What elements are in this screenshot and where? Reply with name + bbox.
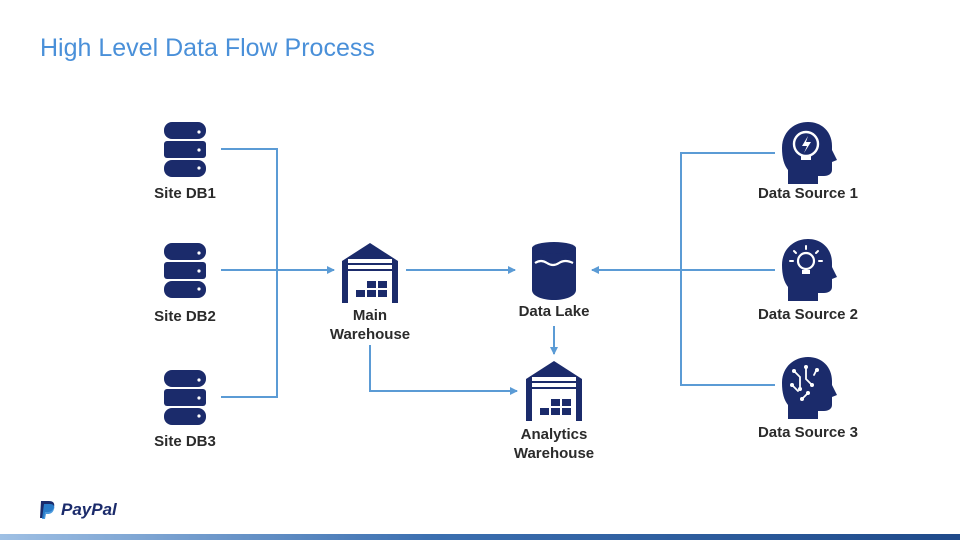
- analytics-warehouse-label: Analytics Warehouse: [494, 425, 614, 463]
- data-source-2-label: Data Source 2: [757, 306, 859, 323]
- analytics-warehouse-label-line2: Warehouse: [513, 445, 595, 462]
- site-db3-label: Site DB3: [154, 433, 216, 450]
- connector-dbs: [221, 148, 335, 398]
- data-source-1-label: Data Source 1: [757, 185, 859, 202]
- warehouse-icon: [526, 361, 582, 421]
- arrow-main-to-analytics: [369, 345, 518, 395]
- site-db1-label: Site DB1: [154, 185, 216, 202]
- data-lake-icon: [532, 242, 576, 300]
- main-warehouse-label-line2: Warehouse: [329, 326, 411, 343]
- warehouse-icon: [342, 243, 398, 303]
- site-db2-label: Site DB2: [154, 308, 216, 325]
- data-lake-label: Data Lake: [518, 303, 590, 320]
- database-icon: [164, 122, 206, 177]
- analytics-warehouse-label-line1: Analytics: [520, 426, 588, 443]
- head-lightbulb-icon: [782, 239, 837, 301]
- page-title: High Level Data Flow Process: [40, 34, 375, 62]
- main-warehouse-label: Main Warehouse: [310, 306, 430, 344]
- head-lightning-icon: [782, 122, 837, 184]
- head-circuit-icon: [782, 357, 837, 419]
- database-icon: [164, 370, 206, 425]
- data-source-3-label: Data Source 3: [757, 424, 859, 441]
- connector-sources: [591, 152, 775, 386]
- database-icon: [164, 243, 206, 298]
- paypal-logo: PayPal: [38, 500, 117, 520]
- main-warehouse-label-line1: Main: [352, 307, 388, 324]
- paypal-logo-icon: [40, 501, 55, 519]
- brand-name: PayPal: [61, 500, 117, 519]
- footer-bar: [0, 534, 960, 540]
